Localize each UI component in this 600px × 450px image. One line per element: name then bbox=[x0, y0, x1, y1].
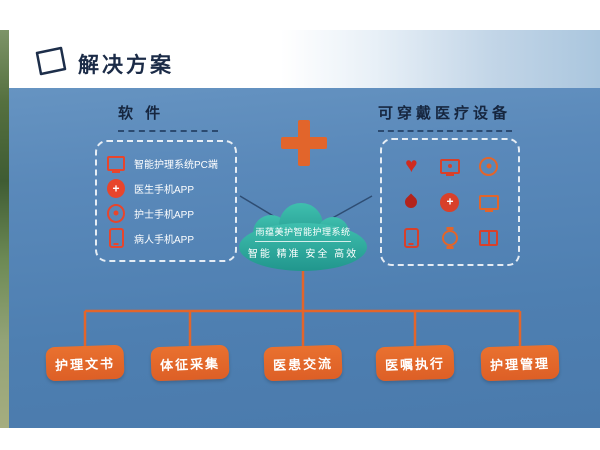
module-nursing-documentation: 护理文书 bbox=[45, 344, 125, 382]
monitor-icon bbox=[477, 190, 501, 214]
cloud-system: 雨蕴美护智能护理系统 智能 精准 安全 高效 bbox=[235, 199, 371, 273]
cloud-divider bbox=[255, 240, 351, 242]
nurse-badge-icon bbox=[107, 203, 125, 223]
photo-edge-strip bbox=[0, 30, 9, 428]
wearable-devices-box bbox=[380, 138, 520, 266]
heart-ecg-icon bbox=[399, 154, 423, 178]
system-slogan: 智能 精准 安全 高效 bbox=[247, 248, 359, 260]
list-item: 病人手机APP bbox=[107, 228, 225, 249]
software-section-label: 软 件 bbox=[118, 102, 218, 132]
system-name: 雨蕴美护智能护理系统 bbox=[255, 226, 351, 237]
plus-icon bbox=[281, 120, 327, 166]
cloud-shape-icon bbox=[239, 203, 367, 271]
software-item-label: 医生手机APP bbox=[134, 185, 195, 197]
monitor-person-icon bbox=[438, 154, 462, 178]
title-row: 解决方案 bbox=[34, 46, 174, 81]
pc-monitor-icon bbox=[107, 155, 125, 173]
medical-cross-icon bbox=[438, 190, 462, 214]
blood-drop-icon bbox=[399, 190, 423, 214]
page-title: 解决方案 bbox=[78, 53, 174, 77]
doctor-badge-icon bbox=[107, 179, 125, 199]
smartphone-icon bbox=[107, 228, 125, 249]
list-item: 护士手机APP bbox=[107, 203, 225, 223]
module-medical-order-execution: 医嘱执行 bbox=[375, 344, 455, 382]
module-doctor-patient-communication: 医患交流 bbox=[263, 344, 343, 382]
list-item: 医生手机APP bbox=[107, 179, 225, 199]
bottom-margin bbox=[0, 428, 600, 450]
software-list-box: 智能护理系统PC端 医生手机APP 护士手机APP 病人手机APP bbox=[95, 140, 237, 262]
software-item-label: 护士手机APP bbox=[134, 209, 195, 221]
banner-flag-icon bbox=[34, 46, 68, 81]
software-item-label: 智能护理系统PC端 bbox=[134, 160, 218, 172]
software-item-label: 病人手机APP bbox=[134, 234, 195, 246]
cloud-text: 雨蕴美护智能护理系统 智能 精准 安全 高效 bbox=[235, 199, 371, 273]
smartphone-icon bbox=[399, 226, 423, 250]
module-vital-signs-collection: 体征采集 bbox=[150, 344, 230, 382]
smartwatch-icon bbox=[438, 226, 462, 250]
list-item: 智能护理系统PC端 bbox=[107, 155, 225, 173]
handbook-icon bbox=[477, 226, 501, 250]
slide-header-band bbox=[9, 30, 600, 88]
badge-face-icon bbox=[477, 154, 501, 178]
module-nursing-management: 护理管理 bbox=[480, 344, 560, 382]
wearable-section-label: 可穿戴医疗设备 bbox=[378, 102, 512, 132]
